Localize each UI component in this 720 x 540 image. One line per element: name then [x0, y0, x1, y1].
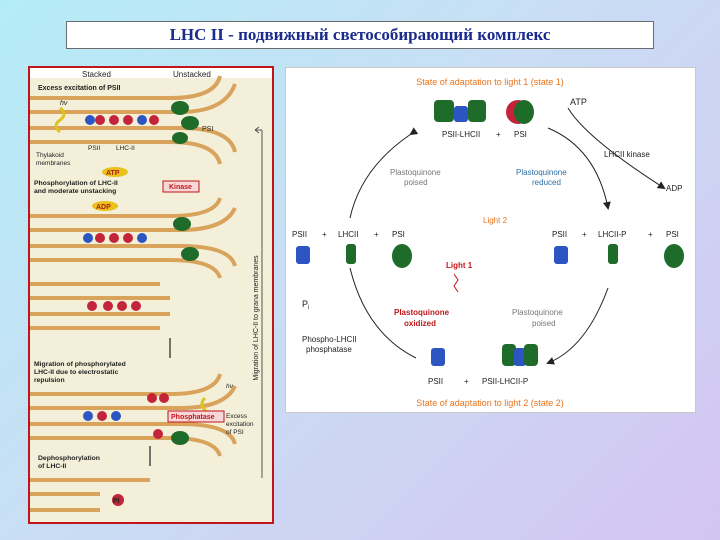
lhcii-p-label-right: LHCII-P: [598, 230, 626, 239]
thylakoid-diagram: Stacked Unstacked Excess excitation of P…: [30, 68, 272, 512]
membrane-stack-4: [30, 373, 237, 457]
arrow-top-right: [547, 127, 611, 210]
plus-top: +: [496, 130, 501, 139]
membrane-stack-2: [30, 197, 237, 279]
psi-shape-left: [392, 244, 412, 268]
membrane-stack-3: [30, 282, 170, 330]
state1-title: State of adaptation to light 1 (state 1): [416, 77, 564, 87]
hv-label: hν: [60, 100, 68, 107]
kinase-label: Kinase: [169, 184, 192, 191]
poised-label-2: poised: [532, 319, 556, 328]
pq-reduced-label: Plastoquinone: [516, 168, 567, 177]
psii-shape-bottom: [431, 348, 445, 366]
atp-badge: [102, 167, 128, 177]
atp-label: ATP: [106, 170, 120, 177]
migration-label-3: repulsion: [34, 377, 65, 384]
reduced-label: reduced: [532, 178, 561, 187]
lhcii-label-left: LHCII: [338, 230, 358, 239]
pi-label: Pi: [302, 299, 309, 311]
psi-label-left: PSI: [392, 230, 405, 239]
state-cycle-diagram: State of adaptation to light 1 (state 1)…: [292, 77, 684, 408]
psii-label-right: PSII: [552, 230, 567, 239]
excess-psi-label-1: Excess: [226, 413, 248, 420]
phosphatase-label: phosphatase: [306, 345, 352, 354]
psii-label: PSII: [88, 145, 100, 152]
psi-label-right: PSI: [666, 230, 679, 239]
membrane-stack-5: [30, 478, 150, 512]
psii-shape-right: [554, 246, 568, 264]
thylakoid-label-1: Thylakoid: [36, 152, 64, 159]
plus-left-2: +: [374, 230, 379, 239]
excess-psi-label-2: excitation: [226, 421, 254, 428]
lhcii-p-shape-right: [608, 244, 618, 264]
left-diagram-panel: Stacked Unstacked Excess excitation of P…: [28, 66, 274, 524]
stacked-label: Stacked: [82, 70, 111, 79]
phosphorylation-label-1: Phosphorylation of LHC-II: [34, 180, 118, 187]
light1-label: Light 1: [446, 261, 473, 270]
pi-label: Pi: [113, 498, 120, 505]
adp-badge: [92, 201, 118, 211]
arrow-bottom-left: [349, 267, 417, 359]
arrow-atp-adp: [567, 107, 666, 190]
unstacked-label: Unstacked: [173, 70, 211, 79]
excess-psii-label: Excess excitation of PSII: [38, 85, 121, 92]
pq-poised-label: Plastoquinone: [390, 168, 441, 177]
arrow-top-left: [349, 127, 419, 219]
psii-lhcii-complex-top: [434, 100, 486, 122]
right-diagram-panel: State of adaptation to light 1 (state 1)…: [285, 67, 696, 413]
migration-label-2: LHC-II due to electrostatic: [34, 369, 118, 376]
psi-complex-top: [506, 100, 534, 124]
adp-label: ADP: [666, 184, 682, 193]
migration-side-label: Migration of LHC-II to grana membranes: [253, 255, 260, 381]
hv2-label: hν: [226, 383, 234, 390]
pq-oxidized-label: Plastoquinone: [394, 308, 450, 317]
phospho-lhcii-label: Phospho-LHCII: [302, 335, 357, 344]
atp-label: ATP: [570, 97, 587, 107]
poised-label: poised: [404, 178, 428, 187]
psii-lhcii-p-complex-bottom: [502, 344, 538, 366]
lhcii-label: LHC-II: [116, 145, 135, 152]
plus-bottom: +: [464, 377, 469, 386]
adp-label: ADP: [96, 204, 111, 211]
phosphorylation-label-2: and moderate unstacking: [34, 188, 116, 195]
psii-lhcii-p-label-bottom: PSII-LHCII-P: [482, 377, 528, 386]
pq-poised-label-2: Plastoquinone: [512, 308, 563, 317]
plus-right-2: +: [648, 230, 653, 239]
kinase-box: [162, 180, 200, 193]
phosphatase-label: Phosphatase: [171, 414, 215, 421]
title-box: LHC II - подвижный светособирающий компл…: [66, 21, 654, 49]
psii-label-left: PSII: [292, 230, 307, 239]
plus-left-1: +: [322, 230, 327, 239]
arrow-bottom-right: [546, 287, 609, 365]
dephosphorylation-label-1: Dephosphorylation: [38, 455, 100, 462]
dephosphorylation-label-2: of LHC-II: [38, 463, 66, 470]
phosphatase-box-visible: [167, 410, 225, 423]
psi-label-top: PSI: [514, 130, 527, 139]
psii-shape-left: [296, 246, 310, 264]
excess-psi-label-3: of PSI: [226, 429, 244, 436]
page-title: LHC II - подвижный светособирающий компл…: [169, 25, 551, 44]
migration-label-1: Migration of phosphorylated: [34, 361, 126, 368]
state2-title: State of adaptation to light 2 (state 2): [416, 398, 564, 408]
membrane-stack-1: [30, 75, 237, 165]
psii-lhcii-label-top: PSII-LHCII: [442, 130, 480, 139]
kinase-label: LHCII kinase: [604, 150, 650, 159]
plus-right-1: +: [582, 230, 587, 239]
header-strip: [30, 68, 272, 78]
thylakoid-label-2: membranes: [36, 160, 71, 167]
psi-shape-right: [664, 244, 684, 268]
oxidized-label: oxidized: [404, 319, 436, 328]
psi-label: PSI: [202, 126, 213, 133]
lhcii-shape-left: [346, 244, 356, 264]
light2-label: Light 2: [483, 216, 508, 225]
psii-label-bottom: PSII: [428, 377, 443, 386]
pi-badge: [112, 494, 124, 506]
light1-zigzag: [453, 273, 459, 293]
